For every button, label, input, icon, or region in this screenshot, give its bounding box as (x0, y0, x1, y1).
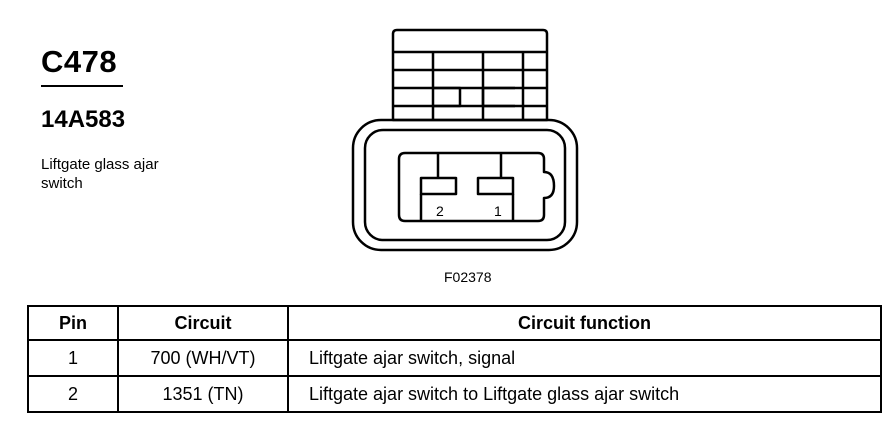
connector-face-diagram: 2 1 (351, 28, 579, 252)
terminal-1 (476, 176, 515, 196)
terminal-2 (419, 176, 458, 196)
connector-housing-outer (351, 118, 579, 252)
part-number: 14A583 (41, 106, 126, 133)
connector-description: Liftgate glass ajar switch (41, 156, 159, 192)
pin-label-1: 1 (494, 203, 502, 219)
cell-function: Liftgate ajar switch, signal (287, 339, 882, 377)
pin-label-2: 2 (436, 203, 444, 219)
table-header-row: Pin Circuit Circuit function (27, 305, 882, 341)
figure-id: F02378 (444, 269, 492, 285)
connector-id-underline (41, 85, 123, 87)
connector-lock-tab (391, 28, 549, 122)
header-pin: Pin (27, 305, 119, 341)
connector-cavity (397, 151, 556, 223)
cell-pin: 1 (27, 339, 119, 377)
cell-circuit: 700 (WH/VT) (117, 339, 289, 377)
cell-circuit: 1351 (TN) (117, 375, 289, 413)
pinout-table: Pin Circuit Circuit function 1 700 (WH/V… (27, 305, 882, 413)
header-circuit-function: Circuit function (287, 305, 882, 341)
table-row: 1 700 (WH/VT) Liftgate ajar switch, sign… (27, 339, 882, 377)
connector-housing-inner (363, 128, 567, 242)
table-row: 2 1351 (TN) Liftgate ajar switch to Lift… (27, 375, 882, 413)
header-circuit: Circuit (117, 305, 289, 341)
connector-id: C478 (41, 44, 118, 79)
cell-pin: 2 (27, 375, 119, 413)
cell-function: Liftgate ajar switch to Liftgate glass a… (287, 375, 882, 413)
